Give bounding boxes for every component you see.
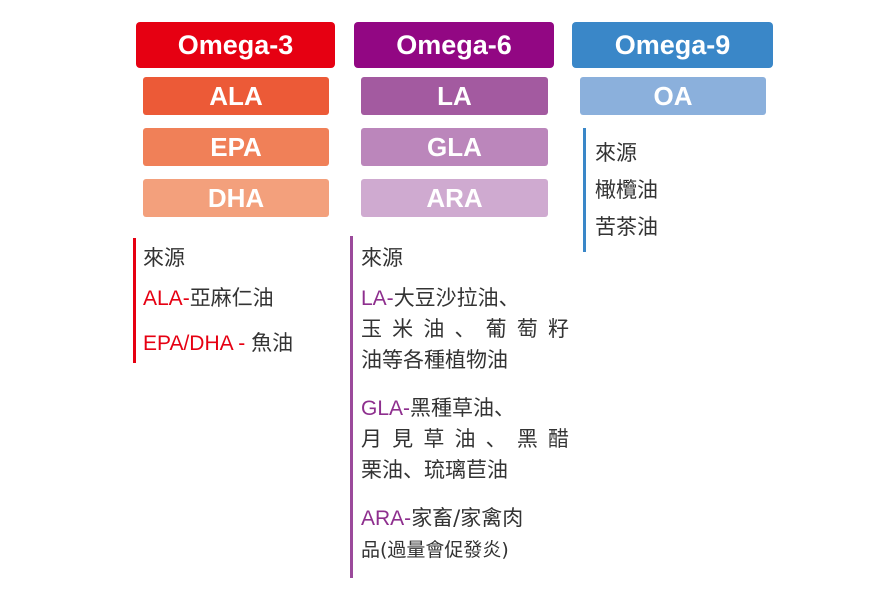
gla-text: 黑種草油、: [410, 396, 516, 420]
omega6-divider: [350, 236, 353, 578]
gla-prefix: GLA-: [361, 397, 411, 420]
omega9-sources-heading: 來源: [595, 141, 637, 165]
gla-line2: 月見草油、黑醋: [361, 427, 569, 451]
omega3-sources-heading: 來源: [143, 246, 185, 270]
ala-source-text: 亞麻仁油: [189, 286, 274, 310]
ara-line1: ARA-家畜/家禽肉: [361, 502, 523, 532]
ara-line2: 品(過量會促發炎): [361, 539, 509, 561]
la-line1: LA-大豆沙拉油、: [361, 282, 520, 312]
omega6-sources-heading: 來源: [361, 246, 403, 270]
gla-line3: 栗油、琉璃苣油: [361, 458, 508, 482]
oa-box: OA: [580, 77, 766, 115]
ara-text: 家畜/家禽肉: [411, 506, 524, 530]
omega9-source-2: 苦茶油: [595, 215, 658, 239]
omega9-source-1: 橄欖油: [595, 178, 658, 202]
la-box: LA: [361, 77, 548, 115]
omega3-ala-source: ALA-亞麻仁油: [143, 282, 274, 312]
gla-line1: GLA-黑種草油、: [361, 392, 515, 422]
ala-prefix: ALA-: [143, 287, 190, 310]
dha-box: DHA: [143, 179, 329, 217]
epa-source-text: 魚油: [251, 331, 294, 355]
omega9-divider: [583, 128, 586, 252]
omega6-header: Omega-6: [354, 22, 554, 68]
ara-prefix: ARA-: [361, 507, 412, 530]
la-prefix: LA-: [361, 287, 394, 310]
gla-box: GLA: [361, 128, 548, 166]
omega9-header: Omega-9: [572, 22, 773, 68]
epa-box: EPA: [143, 128, 329, 166]
omega3-epa-source: EPA/DHA - 魚油: [143, 327, 293, 357]
la-text: 大豆沙拉油、: [393, 286, 520, 310]
ara-box: ARA: [361, 179, 548, 217]
omega3-divider: [133, 238, 136, 363]
la-line3: 油等各種植物油: [361, 348, 508, 372]
epa-prefix: EPA/DHA -: [143, 332, 252, 355]
ala-box: ALA: [143, 77, 329, 115]
la-line2: 玉米油、葡萄籽: [361, 317, 569, 341]
omega3-header: Omega-3: [136, 22, 335, 68]
